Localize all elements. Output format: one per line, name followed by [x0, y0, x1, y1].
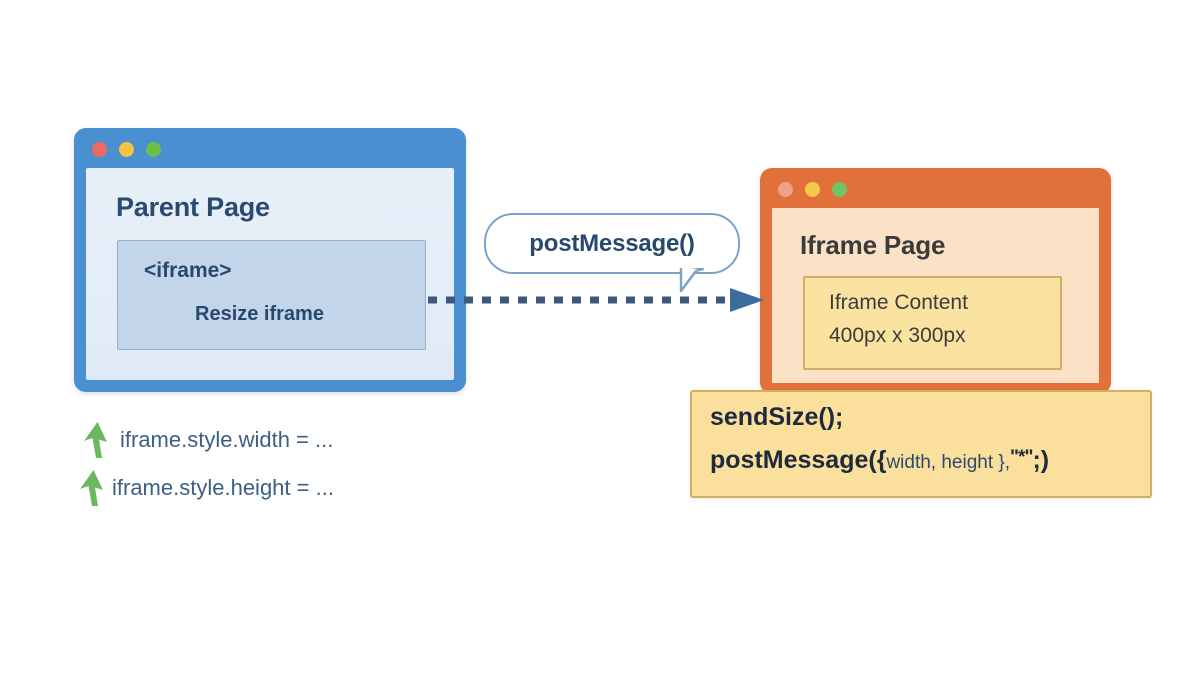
- maximize-dot[interactable]: [146, 142, 161, 157]
- code-postmessage-args: width, height },: [886, 452, 1011, 473]
- iframe-page-title: Iframe Page: [800, 230, 946, 260]
- minimize-dot[interactable]: [805, 182, 820, 197]
- close-dot[interactable]: [92, 142, 107, 157]
- iframe-content-box: Iframe Content 400px x 300px: [803, 276, 1062, 370]
- arrowhead-icon: [730, 288, 764, 312]
- parent-page-title: Parent Page: [116, 192, 270, 222]
- maximize-dot[interactable]: [832, 182, 847, 197]
- up-arrow-icon: [80, 470, 103, 506]
- code-postmessage-prefix: postMessage({: [710, 446, 887, 474]
- iframe-browser-window: Iframe Page Iframe Content 400px x 300px: [760, 168, 1111, 394]
- iframe-traffic-lights: [778, 182, 847, 197]
- note-height: iframe.style.height = ...: [76, 470, 334, 506]
- postmessage-bubble: postMessage(): [484, 213, 740, 274]
- parent-window-titlebar: [74, 128, 466, 168]
- code-line-postmessage: postMessage({width, height },"*";): [710, 446, 1049, 475]
- postmessage-bubble-label: postMessage(): [529, 229, 695, 257]
- iframe-embed-box: <iframe> Resize iframe: [117, 240, 426, 350]
- postmessage-flow-arrow: [428, 288, 764, 312]
- note-width: iframe.style.width = ...: [80, 422, 333, 458]
- code-line-sendsize: sendSize();: [710, 403, 844, 431]
- note-height-text: iframe.style.height = ...: [112, 475, 334, 500]
- iframe-content-label: Iframe Content: [829, 291, 968, 314]
- iframe-tag-label: <iframe>: [144, 259, 232, 282]
- parent-page-viewport: Parent Page <iframe> Resize iframe: [86, 168, 454, 380]
- minimize-dot[interactable]: [119, 142, 134, 157]
- code-postmessage-target: "*": [1010, 447, 1033, 468]
- up-arrow-icon: [84, 422, 107, 458]
- code-postmessage-suffix: ;): [1032, 446, 1050, 474]
- iframe-window-titlebar: [760, 168, 1111, 208]
- parent-traffic-lights: [92, 142, 161, 157]
- code-callout-box: sendSize(); postMessage({width, height }…: [690, 390, 1152, 498]
- resize-iframe-label: Resize iframe: [195, 303, 324, 325]
- iframe-page-viewport: Iframe Page Iframe Content 400px x 300px: [772, 208, 1099, 383]
- iframe-content-dimensions: 400px x 300px: [829, 324, 966, 347]
- note-width-text: iframe.style.width = ...: [120, 427, 334, 452]
- close-dot[interactable]: [778, 182, 793, 197]
- parent-browser-window: Parent Page <iframe> Resize iframe: [74, 128, 466, 392]
- bubble-tail-icon: [679, 265, 705, 293]
